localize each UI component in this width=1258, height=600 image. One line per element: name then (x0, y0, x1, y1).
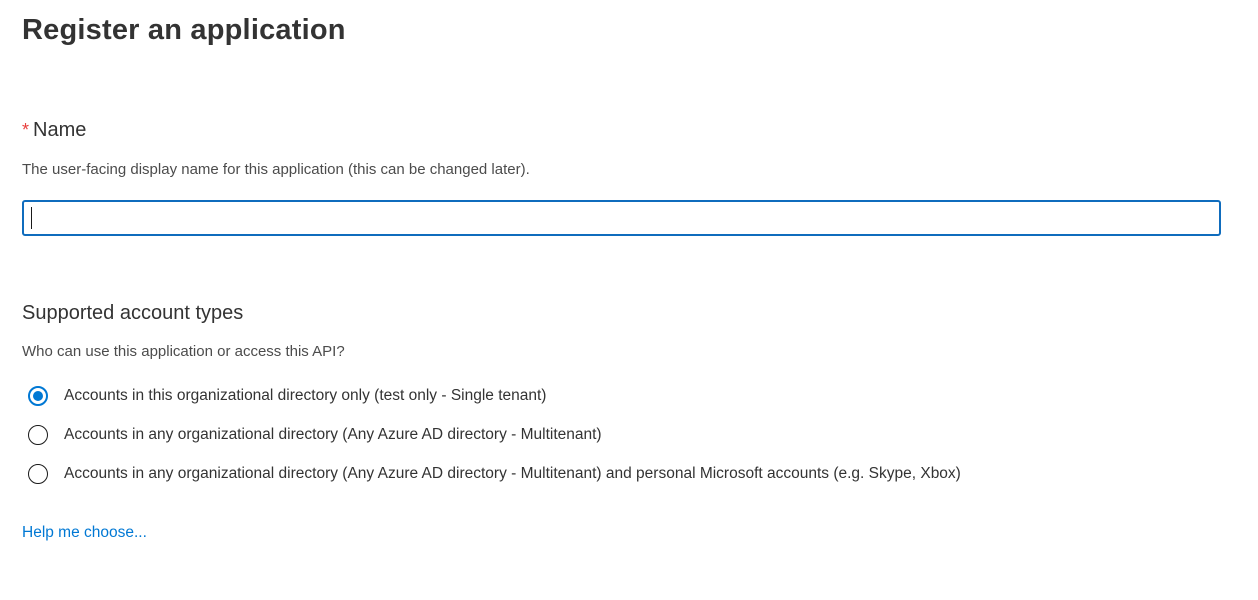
name-input-wrap (22, 200, 1221, 236)
radio-button-icon[interactable] (28, 386, 48, 406)
radio-option-label: Accounts in any organizational directory… (64, 426, 602, 443)
radio-option-label: Accounts in any organizational directory… (64, 465, 961, 482)
radio-button-icon[interactable] (28, 464, 48, 484)
radio-button-icon[interactable] (28, 425, 48, 445)
page-title: Register an application (22, 14, 346, 46)
radio-option-label: Accounts in this organizational director… (64, 387, 547, 404)
help-me-choose-link[interactable]: Help me choose... (22, 524, 147, 541)
register-application-page: Register an application *Name The user-f… (22, 14, 1236, 541)
name-field-label-text: Name (33, 119, 87, 141)
radio-option-multitenant-personal[interactable]: Accounts in any organizational directory… (22, 462, 1236, 486)
required-asterisk: * (22, 120, 30, 140)
supported-account-types-heading: Supported account types (22, 302, 244, 324)
name-field-label: *Name (22, 119, 1236, 142)
supported-account-types-question: Who can use this application or access t… (22, 343, 345, 360)
name-field-description: The user-facing display name for this ap… (22, 161, 530, 178)
account-type-radio-group: Accounts in this organizational director… (22, 384, 1236, 486)
radio-option-single-tenant[interactable]: Accounts in this organizational director… (22, 384, 1236, 408)
radio-option-multitenant[interactable]: Accounts in any organizational directory… (22, 423, 1236, 447)
name-input[interactable] (22, 200, 1221, 236)
